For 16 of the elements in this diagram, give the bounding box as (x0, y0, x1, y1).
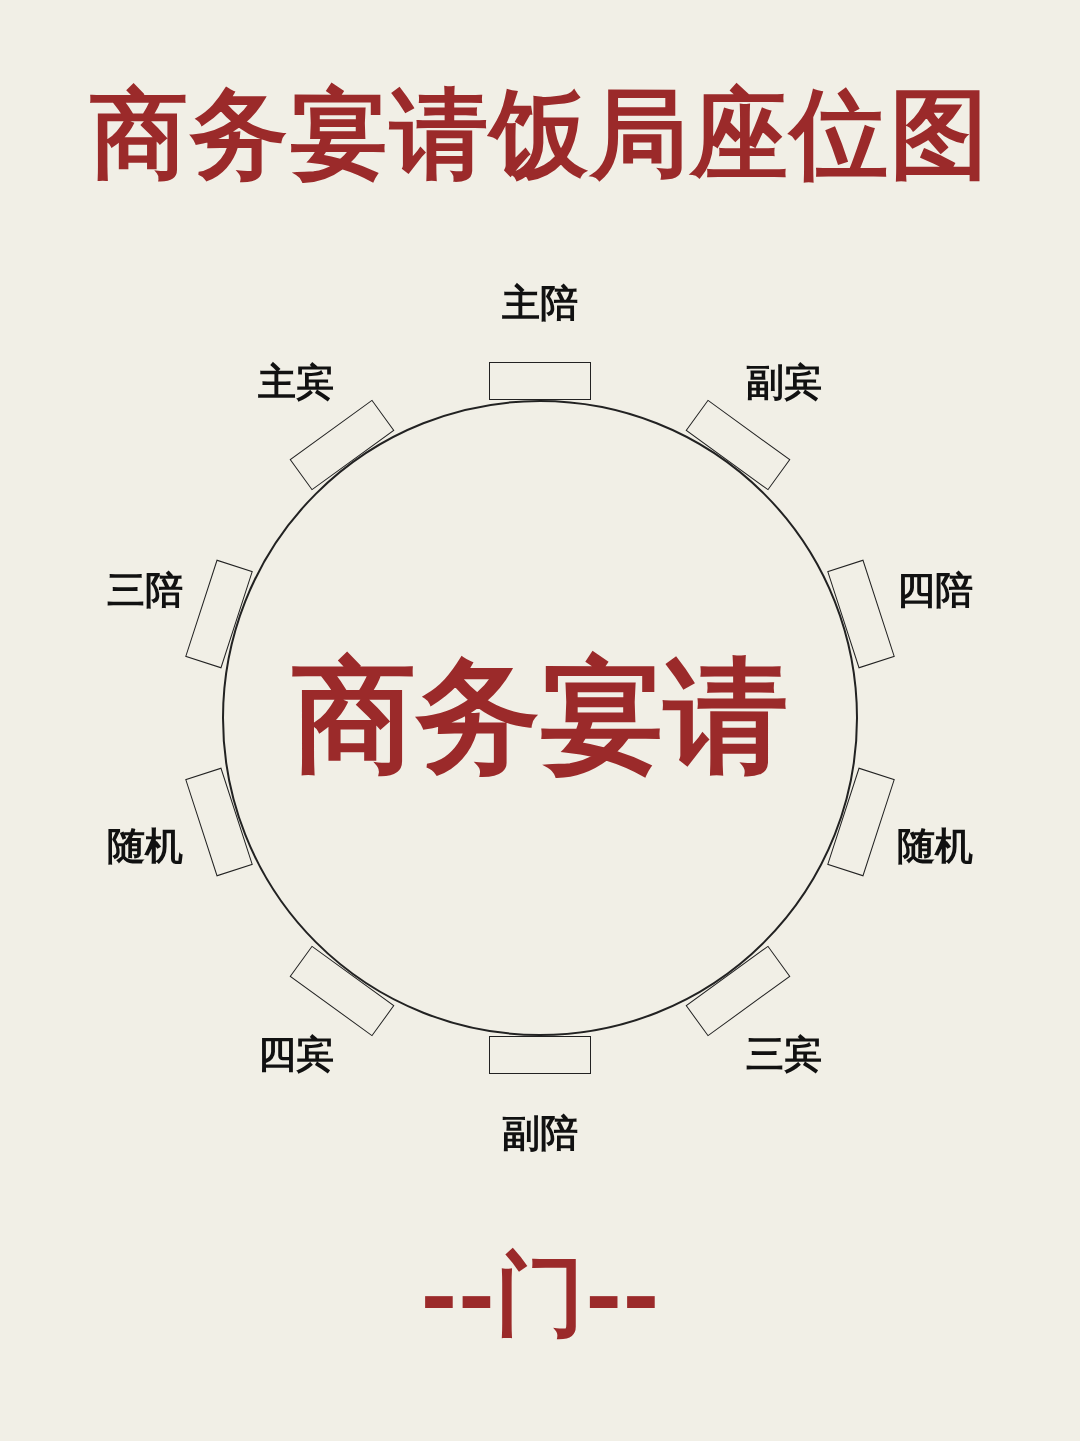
round-table (222, 400, 858, 1036)
seat-label: 副宾 (745, 357, 822, 406)
seat-label: 主宾 (258, 357, 335, 406)
seat-label: 主陪 (502, 278, 578, 327)
seat-label: 三陪 (107, 565, 184, 614)
seat-box (489, 362, 591, 400)
seat-label: 随机 (896, 821, 973, 870)
seat-label: 四陪 (896, 565, 973, 614)
seat-box (489, 1036, 591, 1074)
seat-label: 四宾 (258, 1029, 335, 1078)
table-label: 商务宴请 (292, 641, 788, 790)
seat-label: 随机 (107, 821, 184, 870)
door-label: --门-- (419, 1245, 661, 1344)
title: 商务宴请饭局座位图 (89, 80, 991, 188)
seat-label: 三宾 (745, 1029, 822, 1078)
seat-label: 副陪 (502, 1108, 578, 1157)
